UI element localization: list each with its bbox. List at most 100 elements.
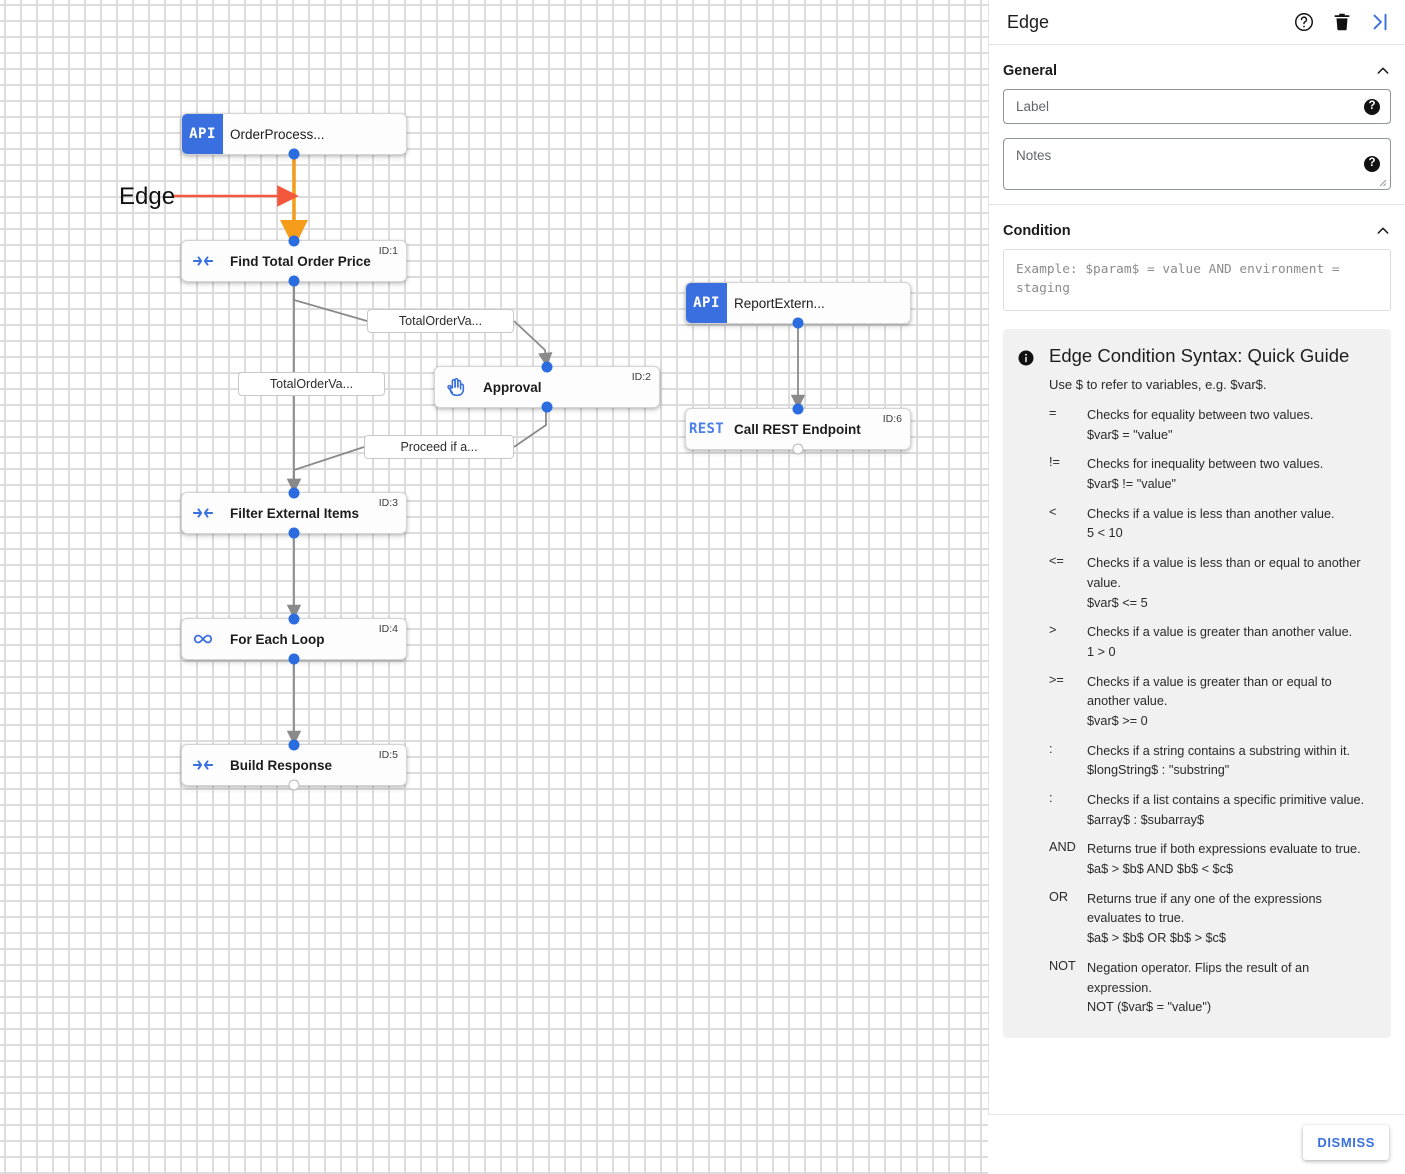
notes-field[interactable]: Notes ? [1003,138,1391,190]
edge-label-pill[interactable]: TotalOrderVa... [367,309,514,333]
node-id-tag: ID:3 [378,497,398,509]
dismiss-button[interactable]: DISMISS [1303,1125,1389,1160]
condition-editor[interactable]: Example: $param$ = value AND environment… [1003,249,1391,311]
flow-node-filter-external-items[interactable]: Filter External Items ID:3 [181,487,407,539]
operator-symbol: AND [1049,840,1076,855]
node-title: Build Response [230,757,333,773]
node-output-port[interactable] [792,443,804,455]
guide-title: Edge Condition Syntax: Quick Guide [1049,345,1350,366]
resize-handle-icon[interactable] [1377,177,1387,187]
operator-example: NOT ($var$ = "value") [1087,1000,1212,1015]
edge-properties-panel: Edge General [988,0,1405,1174]
flow-node-for-each-loop[interactable]: For Each Loop ID:4 [181,613,407,665]
operator-row: : Checks if a string contains a substrin… [1049,742,1377,781]
flow-node-reportextern[interactable]: API ReportExtern... [685,282,911,329]
label-field[interactable]: Label ? [1003,89,1391,124]
collapse-panel-icon[interactable] [1369,11,1391,33]
operator-description: Checks for equality between two values. [1087,408,1314,422]
api-icon: API [686,283,727,323]
converge-arrows-icon [182,493,223,533]
node-output-port[interactable] [288,527,300,539]
flow-node-call-rest-endpoint[interactable]: REST Call REST Endpoint ID:6 [685,403,911,455]
operator-example: $array$ : $subarray$ [1087,812,1205,827]
operator-row: : Checks if a list contains a specific p… [1049,791,1377,830]
operator-row: = Checks for equality between two values… [1049,406,1377,445]
node-title: Find Total Order Price [230,253,371,269]
page-title: Edge [1007,11,1050,32]
operator-row: != Checks for inequality between two val… [1049,455,1377,494]
notes-field-placeholder: Notes [1016,148,1052,163]
rest-icon: REST [689,421,724,437]
flow-node-find-total-order-price[interactable]: Find Total Order Price ID:1 [181,235,407,287]
edge-connections-layer [172,155,806,746]
operator-description: Checks if a value is less than another v… [1087,506,1335,521]
edge-annotation-label: Edge [119,183,176,210]
panel-body[interactable]: General Label ? Notes ? [989,45,1405,1174]
condition-section-header[interactable]: Condition [1003,205,1391,249]
info-icon [1017,345,1037,1018]
general-section-header[interactable]: General [1003,45,1391,89]
operator-symbol: : [1049,741,1053,756]
operator-row: NOT Negation operator. Flips the result … [1049,959,1377,1018]
flow-node-approval[interactable]: Approval ID:2 [434,361,660,413]
operator-row: <= Checks if a value is less than or equ… [1049,554,1377,613]
chevron-up-icon[interactable] [1375,63,1391,79]
flow-canvas[interactable]: Edge API OrderProcess... Find Total Orde… [0,0,988,1174]
node-output-port[interactable] [288,779,300,791]
operator-example: $longString$ : "substring" [1087,763,1230,778]
guide-subtitle: Use $ to refer to variables, e.g. $var$. [1049,377,1267,392]
delete-icon[interactable] [1331,11,1353,33]
operator-symbol: >= [1049,672,1064,687]
condition-section: Condition Example: $param$ = value AND e… [989,205,1405,1038]
operator-description: Checks if a string contains a substring … [1087,743,1351,758]
node-input-port[interactable] [792,403,804,415]
node-id-tag: ID:2 [631,371,651,383]
node-output-port[interactable] [288,148,300,160]
condition-syntax-guide: Edge Condition Syntax: Quick Guide Use $… [1003,329,1391,1038]
panel-footer: DISMISS [988,1114,1405,1174]
node-id-tag: ID:4 [378,623,398,635]
operator-symbol: = [1049,406,1057,420]
chevron-up-icon[interactable] [1375,223,1391,239]
operator-row: >= Checks if a value is greater than or … [1049,673,1377,732]
node-title: Filter External Items [230,505,360,521]
node-input-port[interactable] [288,235,300,247]
condition-heading: Condition [1003,223,1071,239]
operator-symbol: > [1049,623,1057,638]
infinity-icon [182,619,223,659]
node-input-port[interactable] [288,739,300,751]
label-help-icon[interactable]: ? [1364,98,1380,115]
node-title: Approval [483,379,542,395]
operator-description: Returns true if both expressions evaluat… [1087,842,1361,857]
operator-row: < Checks if a value is less than another… [1049,505,1377,544]
operator-example: $a$ > $b$ AND $b$ < $c$ [1087,862,1234,877]
api-icon: API [182,114,223,154]
operator-symbol: <= [1049,554,1064,569]
node-output-port[interactable] [288,653,300,665]
node-title: ReportExtern... [734,295,825,311]
flow-node-build-response[interactable]: Build Response ID:5 [181,739,407,791]
converge-arrows-icon [182,745,223,785]
node-title: Call REST Endpoint [734,421,861,437]
label-field-placeholder: Label [1016,99,1050,114]
general-heading: General [1003,63,1057,79]
node-input-port[interactable] [541,361,553,373]
node-title: OrderProcess... [230,126,325,142]
node-output-port[interactable] [792,317,804,329]
node-input-port[interactable] [288,487,300,499]
node-output-port[interactable] [541,401,553,413]
flow-node-orderprocess[interactable]: API OrderProcess... [181,113,407,160]
operator-example: $var$ <= 5 [1087,595,1148,610]
edge-label-pill[interactable]: TotalOrderVa... [238,372,385,396]
help-circle-icon[interactable] [1293,11,1315,33]
operator-symbol: != [1049,455,1060,470]
node-output-port[interactable] [288,275,300,287]
operator-row: > Checks if a value is greater than anot… [1049,623,1377,662]
node-id-tag: ID:1 [378,245,398,257]
node-title: For Each Loop [230,631,325,647]
node-input-port[interactable] [288,613,300,625]
edge-label-pill[interactable]: Proceed if a... [364,435,514,459]
operator-description: Returns true if any one of the expressio… [1087,891,1322,926]
notes-help-icon[interactable]: ? [1364,156,1380,172]
operator-row: AND Returns true if both expressions eva… [1049,840,1377,879]
